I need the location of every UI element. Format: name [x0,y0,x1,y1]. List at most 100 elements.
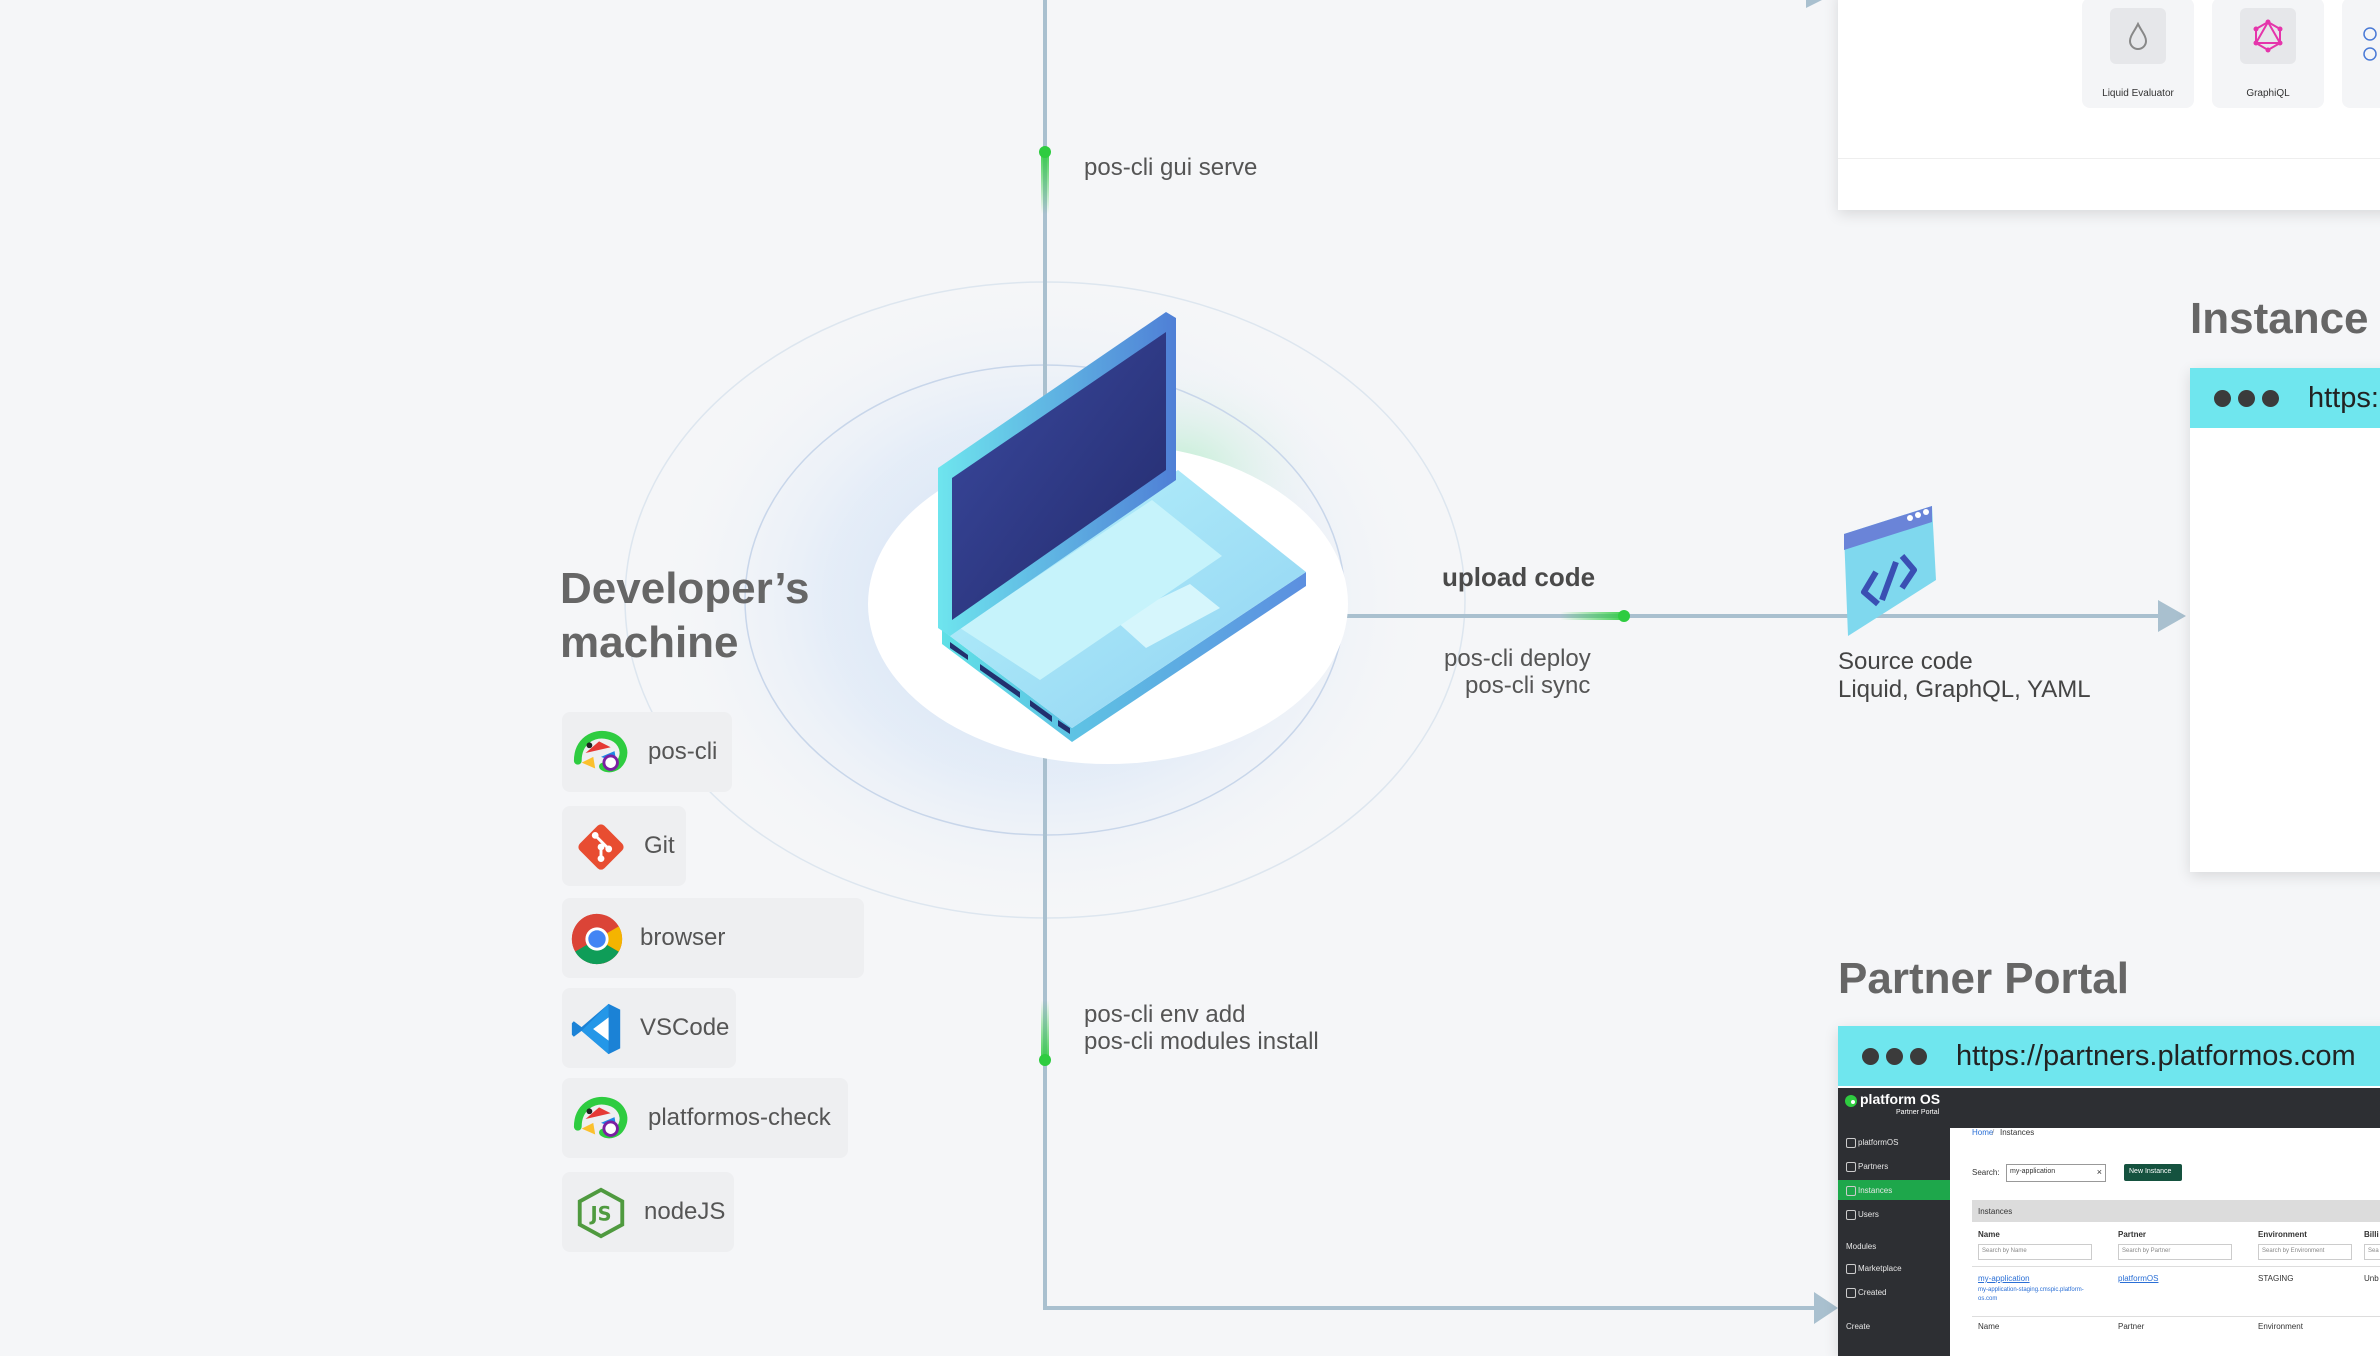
gui-serve-marker [1041,152,1049,214]
code-window-icon [1844,506,1936,636]
gui-panel-divider [1838,158,2380,159]
bottom-arrow [1814,1292,1838,1324]
new-instance-button[interactable]: New Instance [2124,1164,2182,1181]
instance-url[interactable]: https: [2308,382,2379,414]
sidebar-active-highlight [1838,1180,1950,1200]
row-divider [1972,1266,2380,1267]
instance-heading: Instance [2190,294,2369,343]
machine-heading: Developer’s machine [560,562,809,670]
globe-icon [2363,27,2377,61]
instance-partner-link[interactable]: platformOS [2118,1274,2159,1283]
filter-environment-placeholder: Search by Environment [2262,1248,2325,1254]
gui-extra-card[interactable] [2342,0,2380,108]
upload-marker [1560,612,1624,620]
footer-column-environment: Environment [2258,1322,2303,1331]
search-label: Search: [1972,1168,2000,1177]
gui-serve-label: pos-cli gui serve [1084,154,1258,181]
tool-git: Git [562,806,686,886]
svg-text:JS: JS [588,1203,611,1226]
partner-portal-url[interactable]: https://partners.platformos.com [1956,1040,2356,1072]
source-code-title: Source code [1838,648,1973,675]
chrome-icon [571,913,623,965]
liquid-evaluator-label: Liquid Evaluator [2102,88,2174,99]
git-icon [578,824,624,870]
window-dot [2214,390,2231,407]
upload-dot [1618,610,1630,622]
breadcrumb-separator: / [1992,1128,1995,1137]
search-input[interactable]: my-application × [2006,1164,2106,1182]
instances-section-header: Instances [1972,1200,2380,1222]
env-add-label: pos-cli env add [1084,1001,1246,1028]
footer-column-partner: Partner [2118,1322,2145,1331]
marketplace-icon [1846,1264,1856,1274]
window-dot [1910,1048,1927,1065]
gui-panel: Liquid Evaluator GraphiQL [1838,0,2380,210]
sidebar-item-users[interactable]: Users [1858,1210,1879,1219]
vscode-icon [571,1003,621,1055]
window-dot [2262,390,2279,407]
gui-serve-dot [1039,146,1051,158]
instances-section-title: Instances [1978,1207,2013,1216]
platformos-logo-icon [1845,1095,1857,1107]
window-dot [2238,390,2255,407]
new-instance-button-label: New Instance [2129,1168,2172,1175]
sidebar-item-platformos[interactable]: platformOS [1858,1138,1899,1147]
nodejs-icon: JS [577,1187,625,1239]
partner-portal-browser-bar: https://partners.platformos.com [1838,1026,2380,1086]
tool-browser: browser [562,898,864,978]
filter-name-input[interactable]: Search by Name [1978,1244,2092,1260]
row-divider [1972,1316,2380,1317]
instance-browser-bar: https: [2190,368,2380,428]
tool-label: Git [644,832,675,859]
tool-platformos-check: platformos-check [562,1078,848,1158]
instance-billing: Unb [2364,1274,2379,1283]
tool-pos-cli: pos-cli [562,712,732,792]
machine-heading-line1: Developer’s [560,564,810,613]
filter-billing-placeholder: Sea [2368,1248,2379,1254]
sidebar-modules-header: Modules [1846,1242,1877,1251]
sidebar-item-partners[interactable]: Partners [1858,1162,1889,1171]
tool-vscode: VSCode [562,988,736,1068]
column-header-environment: Environment [2258,1230,2307,1239]
clear-search-icon[interactable]: × [2096,1167,2102,1177]
breadcrumb-home[interactable]: Home [1972,1128,1994,1137]
top-arrow [1806,0,1822,8]
created-icon [1846,1288,1856,1298]
liquid-evaluator-card[interactable]: Liquid Evaluator [2082,0,2194,108]
instance-environment: STAGING [2258,1274,2294,1283]
tool-nodejs: JS nodeJS [562,1172,734,1252]
liquid-drop-icon [2110,8,2166,64]
filter-partner-input[interactable]: Search by Partner [2118,1244,2232,1260]
graphiql-card[interactable]: GraphiQL [2212,0,2324,108]
portal-header: platform OS Partner Portal [1838,1088,2380,1128]
instance-url-link[interactable]: my-application-staging.cmspic.platform-o… [1978,1287,2084,1302]
search-input-value: my-application [2010,1168,2056,1175]
partner-portal-heading: Partner Portal [1838,954,2129,1003]
instance-name-link[interactable]: my-application [1978,1274,2030,1283]
laptop-icon [938,312,1306,742]
sidebar-item-marketplace[interactable]: Marketplace [1858,1264,1902,1273]
tool-label: nodeJS [644,1198,726,1225]
column-header-billing: Billi [2364,1230,2379,1239]
footer-column-name: Name [1978,1322,2000,1331]
chameleon-icon [573,730,628,773]
modules-install-label: pos-cli modules install [1084,1028,1319,1055]
upload-arrow [2158,600,2186,632]
sidebar-create-header: Create [1846,1322,1871,1331]
sidebar-item-instances[interactable]: Instances [1858,1186,1893,1195]
users-icon [1846,1210,1856,1220]
source-code-languages: Liquid, GraphQL, YAML [1838,676,2091,703]
instances-icon [1846,1186,1856,1196]
chameleon-icon [573,1096,628,1139]
sidebar-item-created[interactable]: Created [1858,1288,1887,1297]
tool-label: platformos-check [648,1104,831,1131]
portal-brand: platform OS [1860,1091,1941,1107]
tool-label: browser [640,924,726,951]
instance-window: https: [2190,368,2380,872]
window-dot [1886,1048,1903,1065]
upload-code-label: upload code [1442,562,1596,592]
filter-environment-input[interactable]: Search by Environment [2258,1244,2352,1260]
tool-label: VSCode [640,1014,730,1041]
filter-billing-input[interactable]: Sea [2364,1244,2380,1260]
home-icon [1846,1138,1856,1148]
